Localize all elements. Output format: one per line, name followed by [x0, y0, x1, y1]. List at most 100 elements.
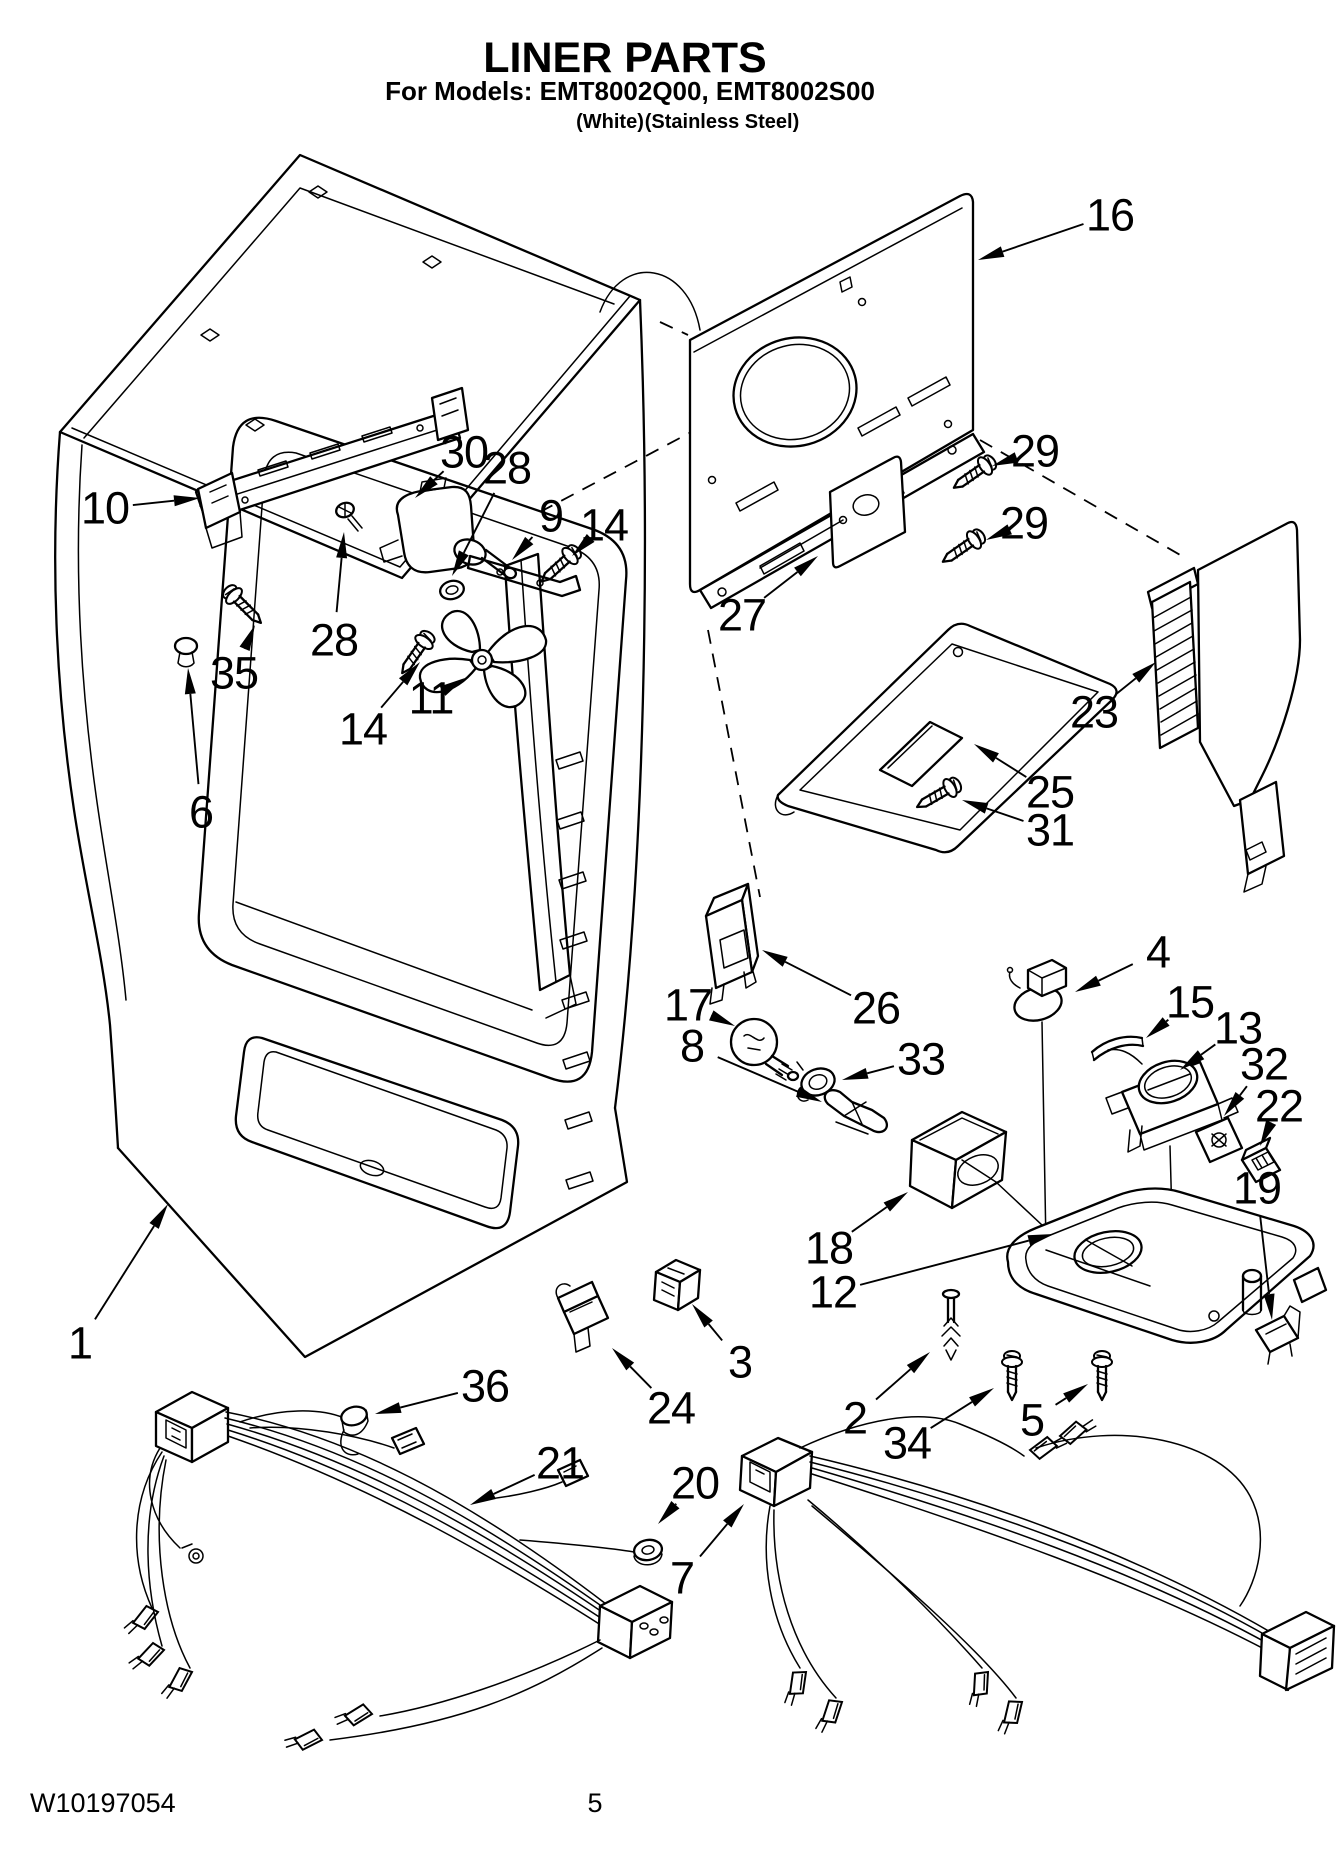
callout-9: 9	[512, 491, 564, 560]
callout-leader-line	[699, 1523, 729, 1558]
callout-leader-line	[433, 470, 445, 481]
callout-leader-line	[629, 1365, 653, 1389]
callout-arrowhead	[149, 1204, 168, 1229]
callout-leader-line	[1115, 677, 1137, 696]
callout-29: 29	[992, 426, 1060, 477]
callout-24: 24	[612, 1348, 696, 1434]
callout-arrowhead	[415, 476, 438, 498]
part-number-label: 30	[440, 427, 488, 478]
footer: W10197054 5	[30, 1788, 603, 1818]
callout-arrowhead	[572, 533, 595, 556]
top-channel-bracket	[194, 386, 470, 549]
callout-14: 14	[339, 662, 420, 755]
finish-steel-label: (Stainless Steel)	[645, 111, 800, 133]
part-number-label: 25	[1026, 767, 1074, 818]
callout-8: 8	[680, 1021, 822, 1102]
part-number-label: 4	[1146, 927, 1170, 978]
screw-29-lower	[935, 524, 990, 572]
callout-arrowhead	[375, 1402, 402, 1414]
callout-leader-line	[189, 693, 200, 785]
callout-27: 27	[718, 556, 818, 641]
callout-arrowhead	[842, 1068, 869, 1080]
callout-arrowhead	[1132, 662, 1156, 683]
callout-25: 25	[974, 744, 1075, 818]
part-number-label: 6	[189, 787, 213, 838]
part-number-label: 13	[1214, 1003, 1262, 1054]
callout-arrowhead	[452, 550, 469, 576]
screw-5	[1090, 1349, 1114, 1402]
part-number-label: 23	[1070, 687, 1118, 738]
callout-4: 4	[1075, 927, 1171, 992]
callout-36: 36	[375, 1361, 510, 1414]
callout-leader-line	[1165, 1018, 1169, 1023]
part-number-label: 15	[1166, 977, 1214, 1028]
callout-arrowhead	[398, 662, 420, 686]
callout-leader-line	[1239, 1085, 1248, 1096]
part-number-label: 26	[852, 983, 900, 1034]
part-number-label: 36	[461, 1361, 509, 1412]
callout-30: 30	[415, 427, 489, 498]
fan-motor-assembly	[173, 477, 587, 709]
hole-plug	[173, 636, 199, 668]
callout-34: 34	[883, 1388, 994, 1469]
header: LINER PARTS For Models: EMT8002Q00, EMT8…	[385, 34, 875, 133]
part-number-label: 17	[664, 980, 712, 1031]
part-number-label: 24	[647, 1383, 695, 1434]
callout-arrowhead	[239, 625, 255, 652]
air-deflector	[774, 622, 1118, 854]
callout-28: 28	[452, 443, 532, 576]
part-number-label: 31	[1026, 805, 1074, 856]
callout-arrowhead	[992, 452, 1019, 466]
callout-14: 14	[572, 500, 629, 556]
callout-arrowhead	[978, 246, 1005, 260]
callout-7: 7	[670, 1504, 744, 1604]
callout-leader-line	[462, 492, 496, 554]
callout-arrowhead	[762, 950, 788, 967]
push-pin-fastener	[941, 1288, 961, 1361]
callout-leader-line	[986, 807, 1024, 822]
wire-harness-right	[738, 1414, 1336, 1738]
wire-clip	[1254, 1305, 1301, 1365]
callout-17: 17	[664, 980, 735, 1031]
callout-leader-line	[94, 1225, 155, 1320]
part-number-label: 18	[805, 1223, 853, 1274]
page-title: LINER PARTS	[483, 34, 767, 82]
callout-leader-line	[995, 757, 1027, 778]
callout-arrowhead	[794, 556, 818, 577]
callout-arrowhead	[962, 800, 989, 814]
callout-18: 18	[805, 1192, 908, 1274]
part-number-label: 28	[483, 443, 531, 494]
callout-leader-line	[399, 1391, 459, 1409]
callout-arrowhead	[974, 744, 999, 763]
terminal-block	[652, 1258, 702, 1312]
callout-19: 19	[1233, 1163, 1282, 1320]
part-number-label: 3	[728, 1337, 752, 1388]
part-number-label: 14	[580, 500, 628, 551]
callout-arrowhead	[1260, 1120, 1277, 1146]
callout-leader-line	[1055, 1397, 1067, 1406]
callout-arrowhead	[986, 524, 1012, 540]
callout-leader-line	[717, 1056, 799, 1093]
part-number-label: 8	[680, 1021, 704, 1072]
capillary-tube	[1090, 1035, 1145, 1062]
callout-1: 1	[68, 1204, 168, 1369]
access-plate	[759, 455, 907, 569]
wire-harness-left	[119, 1390, 674, 1753]
callout-arrowhead	[173, 495, 200, 507]
callout-leader-line	[493, 1473, 536, 1495]
part-number-label: 7	[670, 1553, 694, 1604]
grommet-20	[632, 1538, 664, 1566]
motor-bracket	[466, 554, 582, 598]
shelf-slot-ladder	[555, 751, 594, 1190]
part-number-label: 28	[310, 615, 358, 666]
part-number-label: 14	[339, 704, 387, 755]
callout-6: 6	[184, 668, 214, 838]
callout-15: 15	[1146, 977, 1215, 1038]
callout-arrowhead	[439, 678, 465, 696]
callout-arrowhead	[1075, 975, 1101, 992]
callout-arrowhead	[1180, 1050, 1205, 1070]
callout-3: 3	[692, 1304, 753, 1388]
callout-leader-line	[851, 1206, 888, 1233]
callout-5: 5	[1020, 1384, 1088, 1446]
